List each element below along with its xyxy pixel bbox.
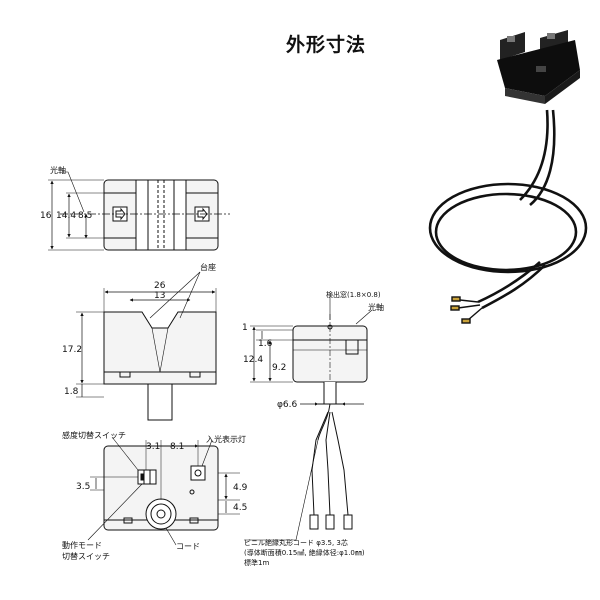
top-dim-14-4: 14.4 — [56, 211, 76, 221]
top-optical-axis-label: 光軸 — [50, 165, 66, 175]
front-dim-26: 26 — [154, 281, 166, 291]
cord-label: コード — [176, 542, 200, 551]
front-dim-1-8: 1.8 — [64, 387, 79, 397]
side-dim-1-6: 1.6 — [258, 339, 273, 349]
side-optical-axis-label: 光軸 — [368, 302, 384, 312]
front-view — [76, 271, 217, 421]
cable-note-line1: ビニル絶縁丸形コード φ3.5, 3芯 — [244, 538, 348, 547]
product-photo — [428, 30, 588, 324]
front-dim-13: 13 — [154, 291, 165, 301]
cable-coil — [428, 109, 588, 310]
bottom-dim-4-9: 4.9 — [233, 483, 248, 493]
sensor-body-photo — [497, 30, 580, 104]
bottom-dim-3-5: 3.5 — [76, 482, 90, 492]
side-dim-phi-6-6: φ6.6 — [277, 400, 298, 410]
detection-window-label: 検出窓(1.8×0.8) — [326, 290, 381, 299]
top-dim-8-5: 8.5 — [78, 211, 92, 221]
side-dim-9-2: 9.2 — [272, 363, 286, 373]
light-indicator-label: 入光表示灯 — [206, 434, 246, 444]
side-dim-12-4: 12.4 — [243, 355, 263, 365]
top-dim-16: 16 — [40, 211, 52, 221]
side-view — [244, 296, 373, 541]
page-title: 外形寸法 — [286, 34, 367, 56]
mount-label: 台座 — [200, 262, 216, 272]
mode-switch-label-line1: 動作モード — [62, 540, 102, 550]
mode-switch-label-line2: 切替スイッチ — [62, 551, 110, 561]
sensitivity-switch-label: 感度切替スイッチ — [62, 430, 126, 440]
front-dim-17-2: 17.2 — [62, 345, 82, 355]
bottom-dim-8-1: 8.1 — [170, 442, 184, 452]
bottom-dim-4-5: 4.5 — [233, 503, 247, 513]
bottom-view — [87, 436, 240, 546]
top-view — [48, 171, 230, 251]
cable-note-line3: 標準1m — [244, 558, 269, 567]
bottom-dim-3-1: 3.1 — [146, 442, 160, 452]
cable-note-line2: (導体断面積0.15㎟, 絶縁体径:φ1.0㎜) — [244, 548, 365, 557]
side-dim-1: 1 — [242, 323, 248, 333]
cable-ends — [450, 296, 483, 324]
